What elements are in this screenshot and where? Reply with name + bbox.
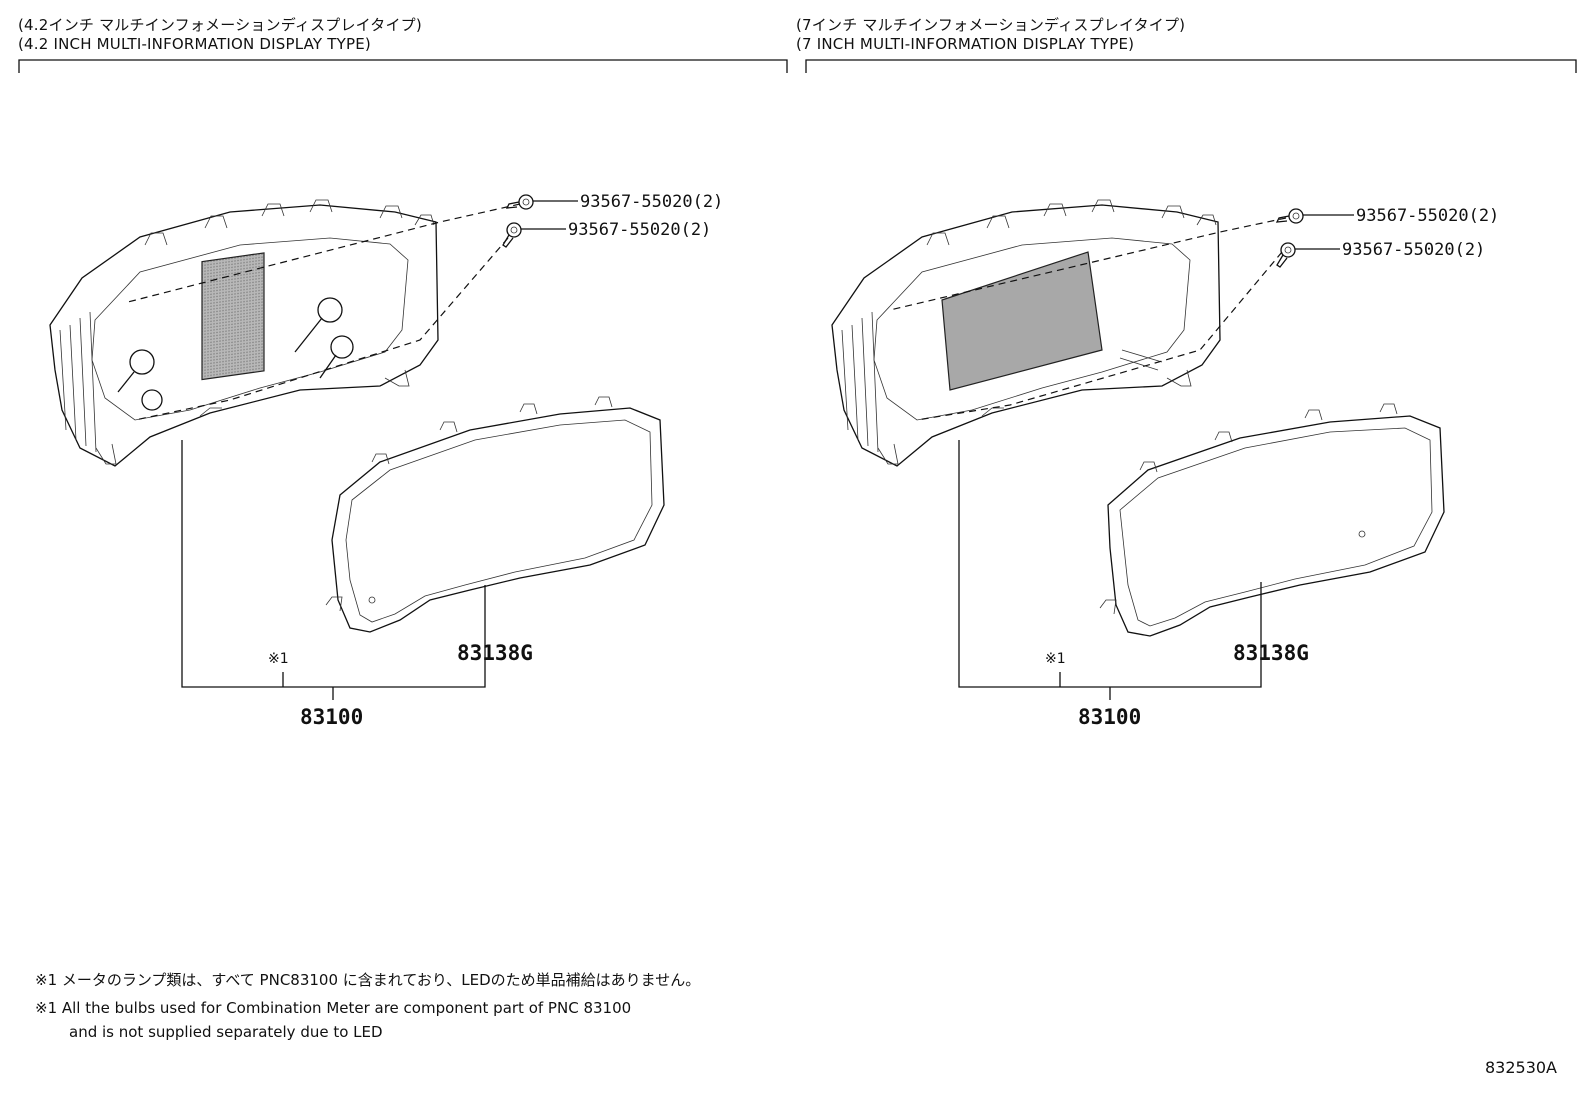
right-section-bracket [805,59,1577,73]
right-lens-part-number: 83138G [1233,641,1309,665]
left-mid-display-screen [201,252,265,381]
left-gauge-upper-left [129,349,155,375]
right-panel-header: (7インチ マルチインフォメーションディスプレイタイプ) (7 INCH MUL… [796,16,1185,54]
left-screw-lower-icon [502,222,522,248]
left-screw-upper-label: 93567-55020(2) [580,192,723,212]
right-guide-line-upper [889,217,1287,311]
illustration-code: 832530A [1484,1058,1557,1077]
right-screw-lower-label: 93567-55020(2) [1342,240,1485,260]
right-lens-glass [1099,403,1445,637]
left-section-bracket [18,59,788,73]
left-meter-part-number: 83100 [300,705,363,729]
left-panel-title-ja: (4.2インチ マルチインフォメーションディスプレイタイプ) [18,16,422,34]
left-ref-mark: ※1 [268,651,289,667]
left-combination-meter [49,199,439,467]
right-screw-upper-icon [1275,208,1304,224]
left-gauge-lower-right [330,335,354,359]
left-lens-part-number: 83138G [457,641,533,665]
footnotes: ※1 メータのランプ類は、すべて PNC83100 に含まれており、LEDのため… [35,968,700,1044]
left-meter-leader [181,440,486,688]
left-gauge-lower-left [141,389,163,411]
left-lens-glass [325,396,665,633]
right-meter-leader [958,440,1262,688]
footnote-en-line2: and is not supplied separately due to LE… [69,1023,383,1041]
left-guide-line-upper [127,203,521,303]
right-panel-title-en: (7 INCH MULTI-INFORMATION DISPLAY TYPE) [796,35,1135,53]
right-panel-title-ja: (7インチ マルチインフォメーションディスプレイタイプ) [796,16,1186,34]
left-panel-title-en: (4.2 INCH MULTI-INFORMATION DISPLAY TYPE… [18,35,371,53]
left-screw-upper-icon [505,194,534,210]
right-screw-upper-label: 93567-55020(2) [1356,206,1499,226]
right-combination-meter [831,199,1221,467]
right-mid-display-screen [941,251,1103,391]
left-guide-line-lower [134,237,509,421]
footnote-ja: ※1 メータのランプ類は、すべて PNC83100 に含まれており、LEDのため… [35,971,701,989]
left-screw-lower-label: 93567-55020(2) [568,220,711,240]
right-meter-part-number: 83100 [1078,705,1141,729]
right-ref-mark: ※1 [1045,651,1066,667]
left-panel-header: (4.2インチ マルチインフォメーションディスプレイタイプ) (4.2 INCH… [18,16,422,54]
right-screw-lower-icon [1276,242,1296,268]
footnote-en-line1: ※1 All the bulbs used for Combination Me… [35,999,632,1017]
right-guide-line-lower [916,251,1283,421]
left-gauge-upper-right [317,297,343,323]
